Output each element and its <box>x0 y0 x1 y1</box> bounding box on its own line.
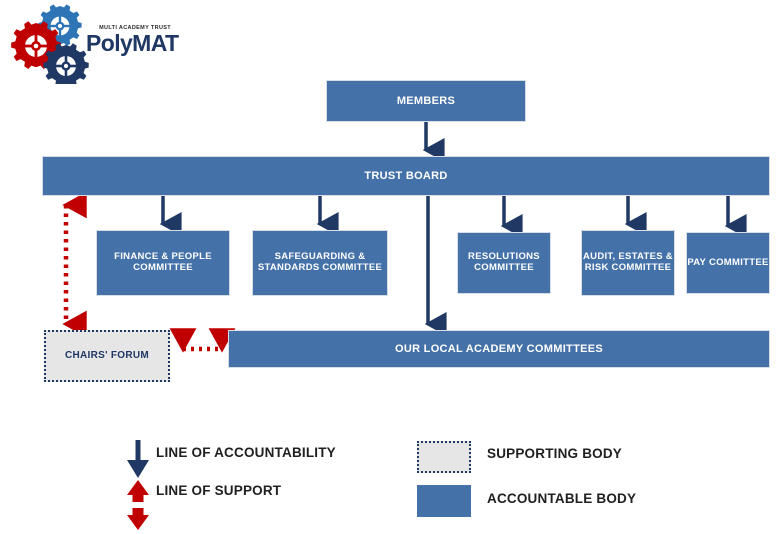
node-safeguarding-and-standards-committee[interactable]: SAFEGUARDING & STANDARDS COMMITTEE <box>252 230 388 296</box>
logo-gears <box>11 4 89 88</box>
node-resolutions-committee[interactable]: RESOLUTIONS COMMITTEE <box>457 232 551 294</box>
logo-wordmark: MULTI ACADEMY TRUST PolyMAT <box>86 25 179 56</box>
legend-label-line-of-support: LINE OF SUPPORT <box>156 483 282 498</box>
node-finance-and-people-committee[interactable]: FINANCE & PEOPLE COMMITTEE <box>96 230 230 296</box>
node-audit-estates-and-risk-committee[interactable]: AUDIT, ESTATES & RISK COMMITTEE <box>581 230 675 296</box>
legend-label-supporting-body: SUPPORTING BODY <box>487 446 623 461</box>
legend-label-line-of-accountability: LINE OF ACCOUNTABILITY <box>156 445 336 460</box>
legend-accountability-icon <box>127 440 149 478</box>
logo-name: PolyMAT <box>86 29 179 56</box>
gear-navy-icon <box>43 43 89 88</box>
node-chairs-forum[interactable]: CHAIRS' FORUM <box>44 330 170 382</box>
node-members[interactable]: MEMBERS <box>326 80 526 122</box>
polymat-logo: MULTI ACADEMY TRUST PolyMAT <box>8 4 179 88</box>
node-our-local-academy-committees[interactable]: OUR LOCAL ACADEMY COMMITTEES <box>228 330 770 368</box>
node-trust-board[interactable]: TRUST BOARD <box>42 156 770 196</box>
logo-tagline: MULTI ACADEMY TRUST <box>99 25 171 31</box>
legend-support-icon <box>127 480 149 530</box>
legend-swatch-accountable-body <box>417 485 471 517</box>
legend-label-accountable-body: ACCOUNTABLE BODY <box>487 491 637 506</box>
legend-swatch-supporting-body <box>417 441 471 473</box>
node-pay-committee[interactable]: PAY COMMITTEE <box>686 232 770 294</box>
